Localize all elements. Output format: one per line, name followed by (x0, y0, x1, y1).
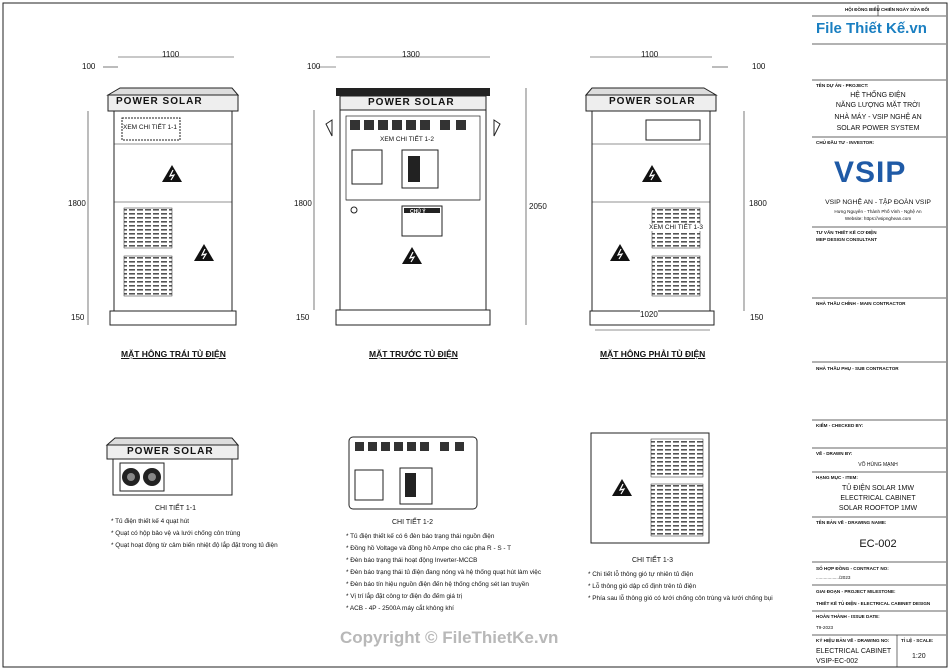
tb-item-line: TỦ ĐIỆN SOLAR 1MW (842, 485, 914, 492)
tb-project-line: NHÀ MÁY - VSIP NGHỆ AN (834, 114, 922, 121)
detail-1-2 (348, 436, 478, 510)
detail-1-2-note: * ACB - 4P - 2500A máy cắt không khí (346, 605, 454, 612)
detail-1-2-note: * Tủ điện thiết kế có 6 đèn báo trạng th… (346, 533, 495, 540)
left-height-dim: 1800 (68, 199, 86, 208)
tb-investor-label: CHỦ ĐẦU TƯ - INVESTOR: (816, 140, 875, 145)
right-side-view (584, 56, 745, 331)
watermark: Copyright © FileThietKe.vn (340, 628, 559, 647)
tb-project-line: NĂNG LƯỢNG MẶT TRỜI (835, 102, 921, 109)
right-caption: MẶT HÔNG PHẢI TỦ ĐIỆN (600, 349, 706, 359)
detail-1-2-note: * Đèn báo trạng thái hoạt động Inverter-… (346, 557, 478, 564)
tb-drawing-no-line: ELECTRICAL CABINET (816, 648, 892, 655)
tb-investor-web: Website: https://vsipnghean.com (844, 216, 912, 221)
detail-1-2-note: * Đồng hồ Voltage và đồng hồ Ampe cho cá… (346, 545, 512, 552)
detail-1-2-note: * Vị trí lắp đặt công tơ điện đo đếm giá… (346, 593, 463, 600)
right-callout: XEM CHI TIẾT 1-3 (649, 224, 703, 231)
tb-drawing-no-label: KÝ HIỆU BẢN VẼ - DRAWING NO: (816, 638, 890, 643)
tb-investor-addr: Hưng Nguyên - Thành Phố Vinh - Nghệ An (834, 209, 922, 214)
right-width-dim: 1100 (641, 50, 659, 59)
left-overhang-dim: 100 (82, 62, 96, 71)
tb-drawing-no-line: VSIP-EC-002 (816, 658, 859, 665)
tb-consultant: MEP DESIGN CONSULTANT (816, 237, 877, 242)
right-overhang-dim: 100 (752, 62, 766, 71)
tb-scale: 1:20 (912, 653, 926, 660)
detail-1-3-title: CHI TIẾT 1-3 (632, 557, 673, 564)
title-block-lines (812, 5, 946, 667)
detail-1-1-note: * Tủ điện thiết kế 4 quạt hút (111, 518, 190, 525)
right-header: POWER SOLAR (609, 96, 696, 107)
tb-investor-logo: VSIP (834, 156, 907, 189)
tb-main-contractor-label: NHÀ THẦU CHÍNH - MAIN CONTRACTOR (816, 301, 906, 306)
tb-issue-label: HOÀN THÀNH - ISSUE DATE: (816, 614, 880, 619)
tb-sub-contractor-label: NHÀ THẦU PHỤ - SUB CONTRACTOR (816, 366, 899, 371)
front-width-dim: 1300 (402, 50, 420, 59)
right-bottom-dim: 1020 (640, 310, 658, 319)
tb-item-line: SOLAR ROOFTOP 1MW (838, 505, 918, 512)
detail-1-3-note: * Chi tiết lỗ thông gió tự nhiên tủ điện (588, 571, 694, 578)
tb-scale-label: TỈ LỆ - SCALE: (901, 638, 934, 643)
front-base-dim: 150 (296, 313, 310, 322)
tb-drawn: VÕ HÙNG MẠNH (858, 462, 898, 468)
tb-drawing-name: EC-002 (859, 538, 897, 550)
detail-1-3-note: * Lỗ thông gió dập cố định trên tủ điện (588, 583, 697, 590)
tb-consultant-label: TƯ VẤN THIẾT KẾ CƠ ĐIỆN (816, 230, 877, 235)
tb-project-line: HỆ THỐNG ĐIỆN (850, 92, 906, 99)
left-base-dim: 150 (71, 313, 85, 322)
front-warning: CHÚ Ý (410, 209, 426, 215)
tb-milestone: THIẾT KẾ TỦ ĐIỆN - ELECTRICAL CABINET DE… (816, 601, 931, 606)
front-overhang-dim: 100 (307, 62, 321, 71)
tb-logo: File Thiết Kế.vn (816, 20, 927, 37)
tb-contract: ................../2023 (816, 575, 851, 580)
detail-1-2-note: * Đèn báo trạng thái tủ điện đang nóng v… (346, 569, 542, 576)
detail-1-1-header: POWER SOLAR (127, 446, 214, 457)
right-height-dim: 1800 (749, 199, 767, 208)
detail-1-3-note: * Phía sau lỗ thông gió có lưới chống cô… (588, 595, 773, 602)
tb-drawing-name-label: TÊN BẢN VẼ - DRAWING NAME: (816, 520, 887, 525)
left-header: POWER SOLAR (116, 96, 203, 107)
tb-project-label: TÊN DỰ ÁN - PROJECT: (816, 83, 869, 88)
detail-1-3 (590, 432, 710, 544)
tb-issue: T9-2023 (816, 625, 834, 630)
front-callout: XEM CHI TIẾT 1-2 (380, 136, 434, 143)
detail-1-1 (105, 437, 240, 496)
tb-investor-name: VSIP NGHỆ AN - TẬP ĐOÀN VSIP (825, 199, 931, 206)
left-caption: MẶT HÔNG TRÁI TỦ ĐIỆN (121, 349, 226, 359)
tb-item-line: ELECTRICAL CABINET (840, 495, 916, 502)
left-callout: XEM CHI TIẾT 1-1 (123, 124, 177, 131)
front-height-dim: 1800 (294, 199, 312, 208)
tb-drawn-label: VẼ - DRAWN BY: (816, 451, 853, 456)
front-total-dim: 2050 (529, 202, 547, 211)
front-view (313, 56, 527, 326)
tb-milestone-label: GIAI ĐOẠN - PROJECT MILESTONE: (816, 589, 896, 594)
tb-top-left: HỘI ĐỒNG BIỂU CHIẾN (845, 7, 896, 12)
detail-1-2-title: CHI TIẾT 1-2 (392, 519, 433, 526)
left-width-dim: 1100 (162, 50, 180, 59)
right-base-dim: 150 (750, 313, 764, 322)
detail-1-1-note: * Quạt hoạt động từ cảm biến nhiệt độ lắ… (111, 542, 278, 549)
tb-project-line: SOLAR POWER SYSTEM (836, 125, 920, 132)
detail-1-2-note: * Đèn báo tín hiệu nguồn điện đến hệ thố… (346, 581, 529, 588)
tb-top-right: NGÀY SỬA ĐỔI (896, 7, 930, 12)
tb-item-label: HẠNG MỤC - ITEM: (816, 475, 858, 480)
front-caption: MẶT TRƯỚC TỦ ĐIỆN (369, 349, 458, 359)
tb-contract-label: SỐ HỢP ĐỒNG - CONTRACT NO: (816, 566, 889, 571)
detail-1-1-title: CHI TIẾT 1-1 (155, 505, 196, 512)
front-header: POWER SOLAR (368, 97, 455, 108)
left-side-view (87, 56, 240, 326)
tb-checked-label: KIỂM - CHECKED BY: (816, 423, 864, 428)
detail-1-1-note: * Quạt có hộp bảo vệ và lưới chống côn t… (111, 530, 241, 537)
